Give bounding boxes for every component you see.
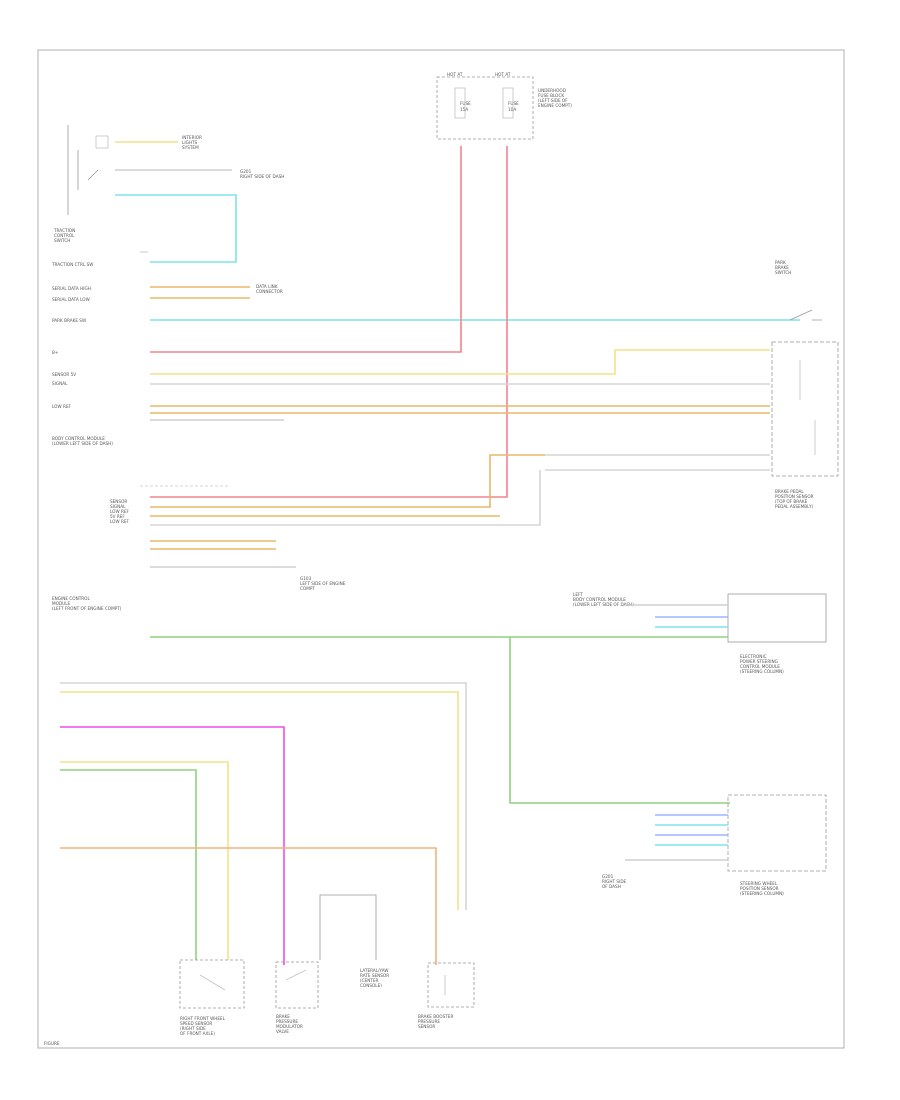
park-brake-label: PARK BRAKE SW: [52, 318, 86, 323]
low-ref-label: LOW REF: [52, 404, 72, 409]
serial-data-high-label: SERIAL DATA HIGH: [52, 286, 91, 291]
fuse-b-rating: 10A: [508, 107, 516, 112]
fuse-a-rating: 15A: [460, 107, 468, 112]
wire-sensor-yellow: [150, 349, 770, 375]
diagram-footer: FIGURE: [44, 1041, 60, 1046]
sensor-signal-label: SIGNAL: [52, 381, 68, 386]
wire-switch-cyan: [115, 194, 237, 263]
hot-at-label-b: HOT AT: [495, 72, 511, 77]
fuse-b-label: FUSE: [508, 101, 519, 106]
wire-green-to-steering: [509, 637, 730, 804]
bcm-name: BODY CONTROL MODULE(LOWER LEFT SIDE OF D…: [52, 436, 113, 446]
bcm-left-labels: TRACTION CTRL SW SERIAL DATA HIGH SERIAL…: [51, 251, 283, 446]
traction-ctrl-sw-label: TRACTION CTRL SW: [51, 262, 93, 267]
wire-yellow-to-yaw: [60, 691, 459, 910]
wire-ecm-gray: [150, 470, 541, 526]
wire-fuse-red-b: [150, 146, 508, 498]
serial-data-low-label: SERIAL DATA LOW: [52, 297, 90, 302]
fuse-a-label: FUSE: [460, 101, 471, 106]
wire-bplus-red: [150, 146, 462, 353]
wire-orange-to-booster: [60, 847, 437, 965]
underhood-fuse-block: HOT AT HOT AT FUSE 15A FUSE 10A UNDERHOO…: [436, 72, 572, 140]
wire-green-to-rf-ws: [60, 769, 197, 960]
bplus-label: B+: [52, 350, 59, 355]
wire-gray-to-yaw: [60, 682, 467, 910]
wire-ecm-tan-1: [150, 454, 545, 508]
wire-yellow-to-rf-ws: [60, 761, 229, 960]
wire-magenta-to-module: [60, 726, 285, 965]
hot-at-label-a: HOT AT: [447, 72, 463, 77]
sensor-5v-label: SENSOR 5V: [52, 372, 76, 377]
